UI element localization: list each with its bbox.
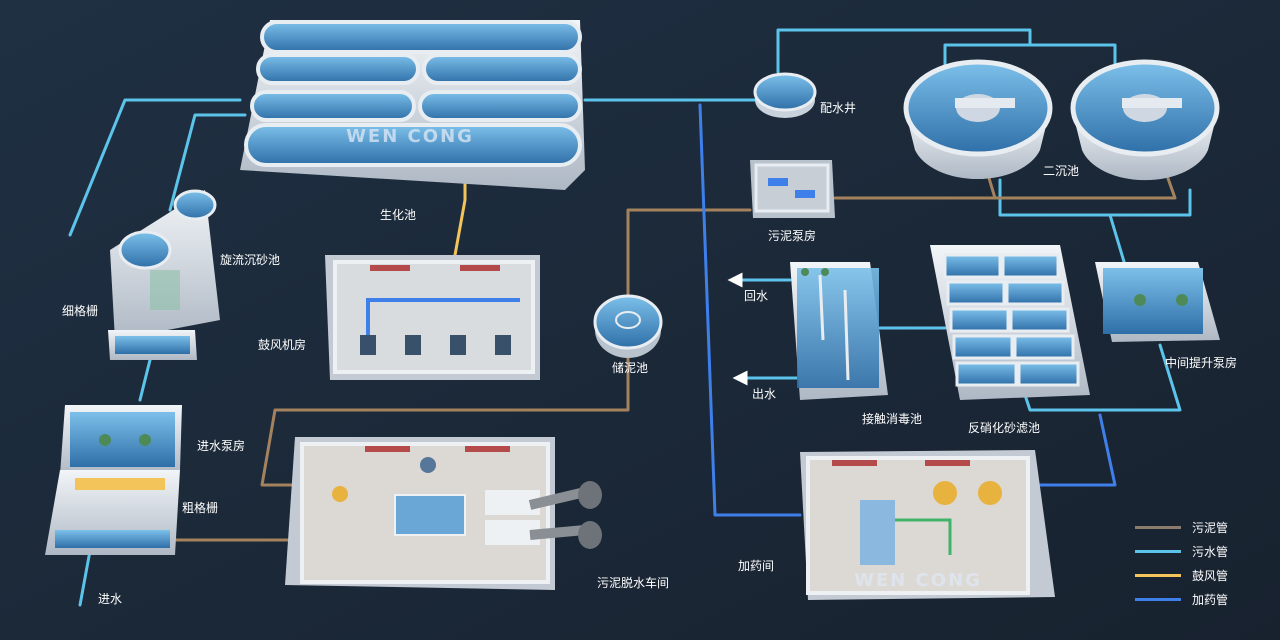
vortex-grit-chamber — [110, 189, 220, 340]
dewatering-room — [285, 437, 555, 590]
label-inlet-pump-room: 进水泵房 — [197, 438, 245, 453]
legend-label-sewage: 污水管 — [1192, 544, 1228, 559]
dosing-room: WEN CONG — [800, 450, 1055, 600]
label-intermediate-pump: 中间提升泵房 — [1165, 355, 1237, 370]
label-return-water: 回水 — [744, 289, 768, 303]
legend-swatch-sludge — [1135, 526, 1181, 529]
sewage-pipe-intermediate-to-filter — [1023, 343, 1182, 412]
label-secondary-clarifier: 二沉池 — [1043, 164, 1079, 178]
sewage-pipe-well-to-clarifier-1 — [776, 28, 1032, 82]
label-blower-room: 鼓风机房 — [258, 337, 306, 352]
legend-label-air: 鼓风管 — [1192, 568, 1228, 583]
legend-swatch-dosing — [1135, 598, 1181, 601]
label-dosing-room: 加药间 — [738, 559, 774, 573]
secondary-clarifier-1 — [903, 59, 1053, 180]
dosing-pipes — [698, 103, 1117, 517]
label-water-inlet: 进水 — [98, 592, 122, 606]
label-outlet-water: 出水 — [752, 387, 776, 401]
legend-item-dosing: 加药管 — [1135, 592, 1228, 607]
sewage-pipe-pump-to-screen — [138, 358, 152, 402]
label-denitrification-filter: 反硝化砂滤池 — [968, 421, 1040, 435]
blower-room — [325, 255, 540, 380]
fine-screen — [108, 330, 197, 360]
sludge-pipe-pumproom-to-storage — [626, 208, 752, 297]
label-biochem-tank: 生化池 — [380, 208, 416, 222]
sludge-conveyors — [528, 481, 602, 549]
label-contact-disinfection: 接触消毒池 — [862, 411, 922, 426]
legend-item-sludge: 污泥管 — [1135, 520, 1228, 535]
coarse-screen — [45, 470, 180, 555]
contact-disinfection-tank — [790, 262, 888, 400]
legend-swatch-air — [1135, 574, 1181, 577]
inlet-pump-room — [60, 405, 182, 475]
sludge-storage-tank — [593, 294, 663, 358]
legend-item-air: 鼓风管 — [1135, 568, 1228, 583]
watermark-1: WEN CONG — [346, 126, 474, 147]
sewage-pipe-to-intermediate — [1108, 213, 1127, 267]
legend: 污泥管 污水管 鼓风管 加药管 — [1135, 520, 1228, 607]
label-sludge-pump-room: 污泥泵房 — [768, 228, 816, 243]
legend-label-sludge: 污泥管 — [1192, 520, 1228, 535]
distribution-well — [753, 72, 817, 118]
watermark-2: WEN CONG — [854, 570, 982, 591]
sewage-pipe-screen-to-biochem-b — [168, 113, 247, 212]
label-dewatering-room: 污泥脱水车间 — [597, 575, 669, 590]
label-coarse-screen: 粗格栅 — [182, 500, 218, 515]
label-fine-screen: 细格栅 — [62, 303, 98, 318]
sewage-pipe-screen-to-biochem-a — [68, 98, 242, 237]
intermediate-lift-pump-room — [1095, 262, 1220, 342]
label-distribution-well: 配水井 — [820, 101, 856, 115]
sludge-pipe-clarifier-2 — [993, 168, 1177, 200]
legend-label-dosing: 加药管 — [1192, 592, 1228, 607]
biochem-tank: WEN CONG — [240, 20, 585, 190]
label-sludge-storage: 储泥池 — [612, 360, 648, 375]
denitrification-sand-filter — [930, 245, 1090, 400]
dosing-pipe-filter — [1033, 413, 1117, 487]
legend-swatch-sewage — [1135, 550, 1181, 553]
pipes — [68, 28, 1192, 607]
legend-item-sewage: 污水管 — [1135, 544, 1228, 559]
secondary-clarifier-2 — [1070, 59, 1220, 181]
labels: 生化池 配水井 二沉池 污泥泵房 旋流沉砂池 细格栅 鼓风机房 储泥池 回水 出… — [62, 101, 1237, 606]
label-vortex-grit: 旋流沉砂池 — [220, 253, 280, 267]
dosing-pipe-main — [698, 103, 802, 517]
sludge-pipe-storage-to-dewater — [260, 353, 630, 487]
sludge-pump-room — [750, 160, 835, 218]
